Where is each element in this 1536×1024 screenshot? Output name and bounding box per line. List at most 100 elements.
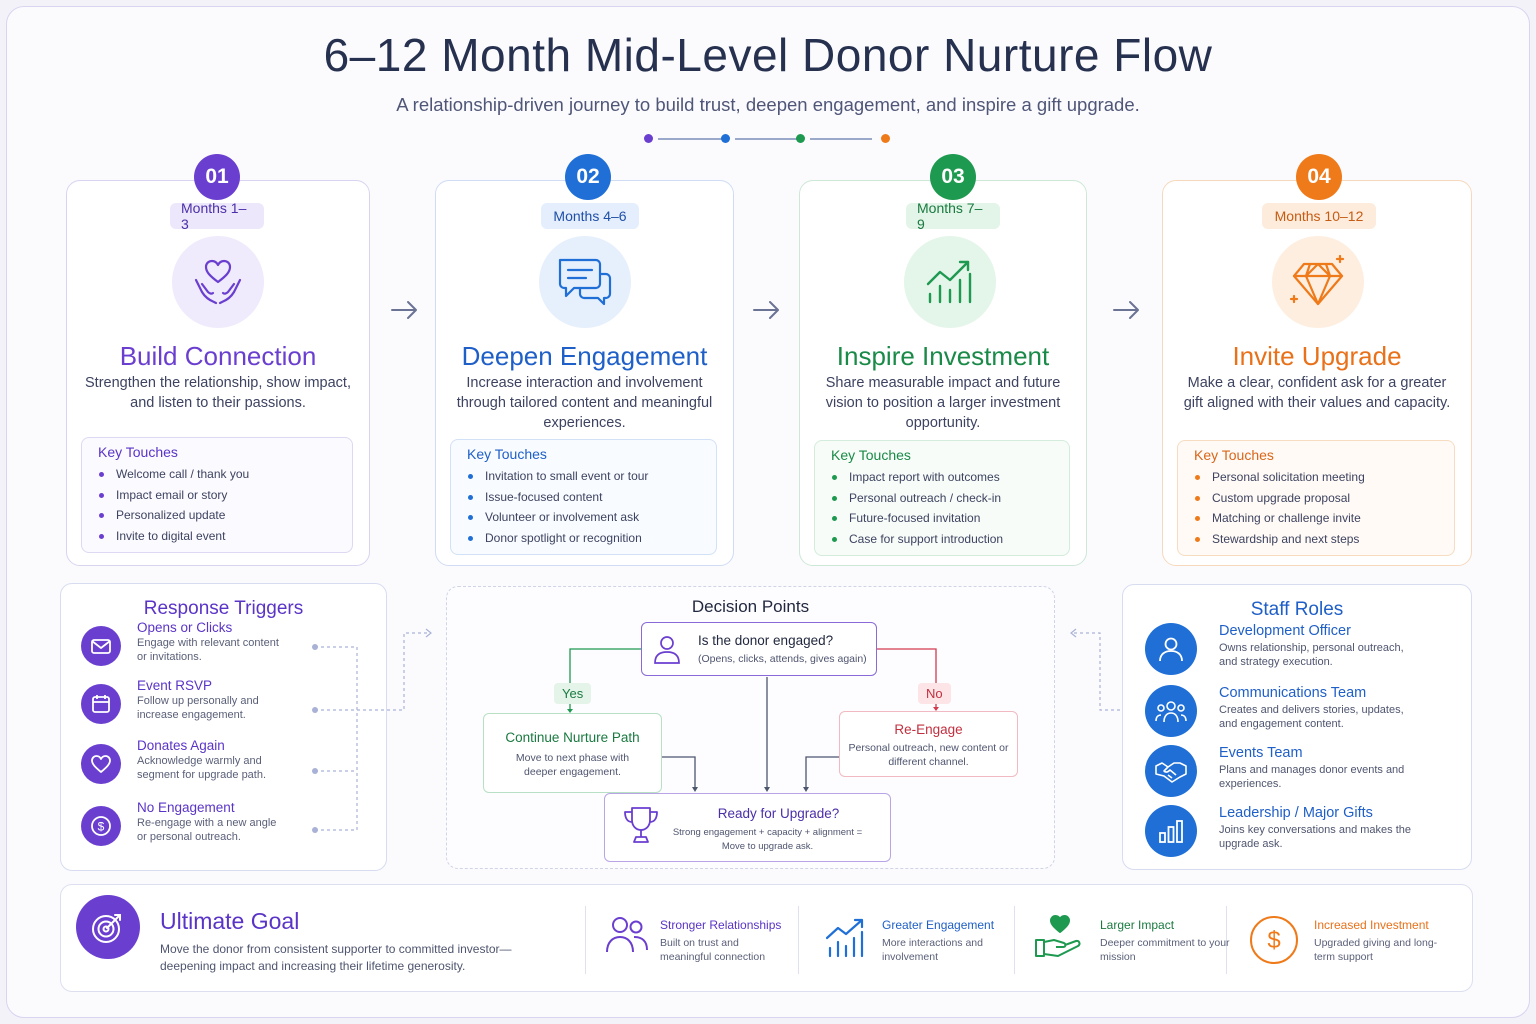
touch-item: Impact email or story	[98, 485, 336, 506]
stage-description: Make a clear, confident ask for a greate…	[1183, 375, 1451, 411]
touch-item: Personal outreach / check-in	[831, 488, 1053, 509]
dot-orange	[881, 134, 890, 143]
outcome-item: Greater Engagement More interactions and…	[822, 910, 1012, 970]
people-icon	[606, 917, 648, 953]
stage-number-1: 01	[194, 154, 240, 200]
dot-blue	[721, 134, 730, 143]
outcome-title: Greater Engagement	[882, 918, 995, 932]
trend-chart-icon	[825, 918, 864, 958]
key-touches-box: Key Touches Welcome call / thank you Imp…	[81, 437, 353, 553]
trigger-title: Donates Again	[137, 738, 225, 753]
staff-role-title: Development Officer	[1219, 623, 1351, 639]
trigger-connectors	[312, 628, 432, 833]
arrow-right-icon	[391, 301, 417, 319]
touch-item: Invite to digital event	[98, 526, 336, 547]
chat-bubbles-icon	[539, 236, 631, 328]
yes-badge: Yes	[554, 683, 592, 704]
key-touches-title: Key Touches	[831, 447, 911, 463]
outcome-description: Deeper commitment to your mission	[1100, 937, 1230, 963]
outcome-item: Larger Impact Deeper commitment to your …	[1034, 910, 1230, 970]
page-title: 6–12 Month Mid-Level Donor Nurture Flow	[323, 29, 1213, 81]
key-touches-box: Key Touches Invitation to small event or…	[450, 439, 717, 555]
outcome-title: Increased Investment	[1314, 918, 1429, 932]
staff-role-description: Owns relationship, personal outreach, an…	[1219, 642, 1404, 668]
goal-description: Move the donor from consistent supporter…	[160, 942, 512, 973]
key-touches-title: Key Touches	[1194, 447, 1274, 463]
staff-role-description: Creates and delivers stories, updates, a…	[1219, 704, 1404, 730]
person-icon	[654, 636, 680, 664]
divider	[1226, 906, 1227, 974]
dot-green	[796, 134, 805, 143]
outcome-title: Stronger Relationships	[660, 918, 782, 932]
outcome-title: Larger Impact	[1100, 918, 1175, 932]
trigger-item: Event RSVP Follow up personally and incr…	[81, 678, 341, 740]
arrow-right-icon	[753, 301, 779, 319]
dollar-coin-icon: $	[81, 806, 121, 846]
page-subtitle: A relationship-driven journey to build t…	[396, 94, 1140, 115]
touch-item: Impact report with outcomes	[831, 467, 1053, 488]
trigger-description: Re-engage with a new angle or personal o…	[137, 817, 277, 843]
stage-description: Share measurable impact and future visio…	[825, 375, 1061, 431]
re-engage-node: Re-Engage Personal outreach, new content…	[839, 711, 1018, 777]
question-node: Is the donor engaged? (Opens, clicks, at…	[641, 622, 877, 676]
mail-icon	[81, 626, 121, 666]
touch-item: Personalized update	[98, 505, 336, 526]
decision-connectors	[567, 648, 939, 792]
touch-item: Matching or challenge invite	[1194, 508, 1438, 529]
stage-title: Build Connection	[119, 341, 317, 371]
outcome-description: Upgraded giving and long-term support	[1314, 937, 1438, 963]
staff-roles-panel: Staff Roles Development Officer Owns rel…	[1122, 584, 1472, 870]
staff-item: Communications Team Creates and delivers…	[1145, 685, 1465, 741]
upgrade-title: Ready for Upgrade?	[717, 806, 840, 821]
heart-hands-icon	[172, 236, 264, 328]
stage-number-3: 03	[930, 154, 976, 200]
trigger-title: Opens or Clicks	[137, 620, 233, 635]
calendar-icon	[81, 684, 121, 724]
trigger-description: Follow up personally and increase engage…	[137, 695, 259, 721]
stage-title: Deepen Engagement	[461, 341, 708, 371]
question-text: Is the donor engaged?	[698, 633, 834, 648]
target-icon	[76, 895, 140, 959]
stage-title: Inspire Investment	[836, 341, 1050, 371]
upgrade-description: Strong engagement + capacity + alignment…	[672, 827, 863, 852]
bar-chart-icon	[1145, 805, 1197, 857]
months-badge-3: Months 7–9	[906, 200, 1000, 232]
key-touches-title: Key Touches	[98, 444, 178, 460]
staff-role-description: Plans and manages donor events and exper…	[1219, 764, 1405, 790]
touch-item: Volunteer or involvement ask	[467, 507, 700, 528]
outcome-description: Built on trust and meaningful connection	[660, 937, 766, 963]
growth-chart-icon	[904, 236, 996, 328]
staff-item: Development Officer Owns relationship, p…	[1145, 623, 1465, 679]
handshake-icon	[1145, 745, 1197, 797]
trigger-item: Donates Again Acknowledge warmly and seg…	[81, 738, 341, 800]
divider	[585, 906, 586, 974]
trigger-title: No Engagement	[137, 800, 235, 815]
staff-role-title: Leadership / Major Gifts	[1219, 805, 1373, 821]
decision-title: Decision Points	[691, 597, 810, 616]
touch-item: Stewardship and next steps	[1194, 529, 1438, 550]
staff-item: Leadership / Major Gifts Joins key conve…	[1145, 805, 1465, 861]
trigger-description: Acknowledge warmly and segment for upgra…	[137, 755, 267, 781]
months-badge-2: Months 4–6	[541, 203, 639, 229]
continue-description: Move to next phase with deeper engagemen…	[515, 752, 630, 778]
touch-item: Personal solicitation meeting	[1194, 467, 1438, 488]
trophy-icon	[624, 807, 658, 843]
goal-title: Ultimate Goal	[160, 908, 300, 934]
continue-title: Continue Nurture Path	[505, 730, 640, 745]
stage-description: Increase interaction and involvement thr…	[456, 375, 713, 431]
dollar-icon: $	[1250, 916, 1298, 964]
dot-purple	[644, 134, 653, 143]
response-triggers-panel: Response Triggers Opens or Clicks Engage…	[60, 583, 387, 871]
months-badge-1: Months 1–3	[170, 200, 264, 232]
question-subtext: (Opens, clicks, attends, gives again)	[698, 653, 867, 665]
heart-hand-icon	[1035, 915, 1081, 957]
outcome-item: $ Increased Investment Upgraded giving a…	[1248, 910, 1458, 970]
touch-item: Case for support introduction	[831, 529, 1053, 550]
stage-number-2: 02	[565, 154, 611, 200]
staff-item: Events Team Plans and manages donor even…	[1145, 745, 1465, 801]
staff-connector	[1070, 628, 1138, 711]
progress-dots	[640, 130, 900, 146]
trigger-item: Opens or Clicks Engage with relevant con…	[81, 620, 341, 682]
outcome-description: More interactions and involvement	[882, 937, 983, 963]
key-touches-box: Key Touches Personal solicitation meetin…	[1177, 440, 1455, 556]
